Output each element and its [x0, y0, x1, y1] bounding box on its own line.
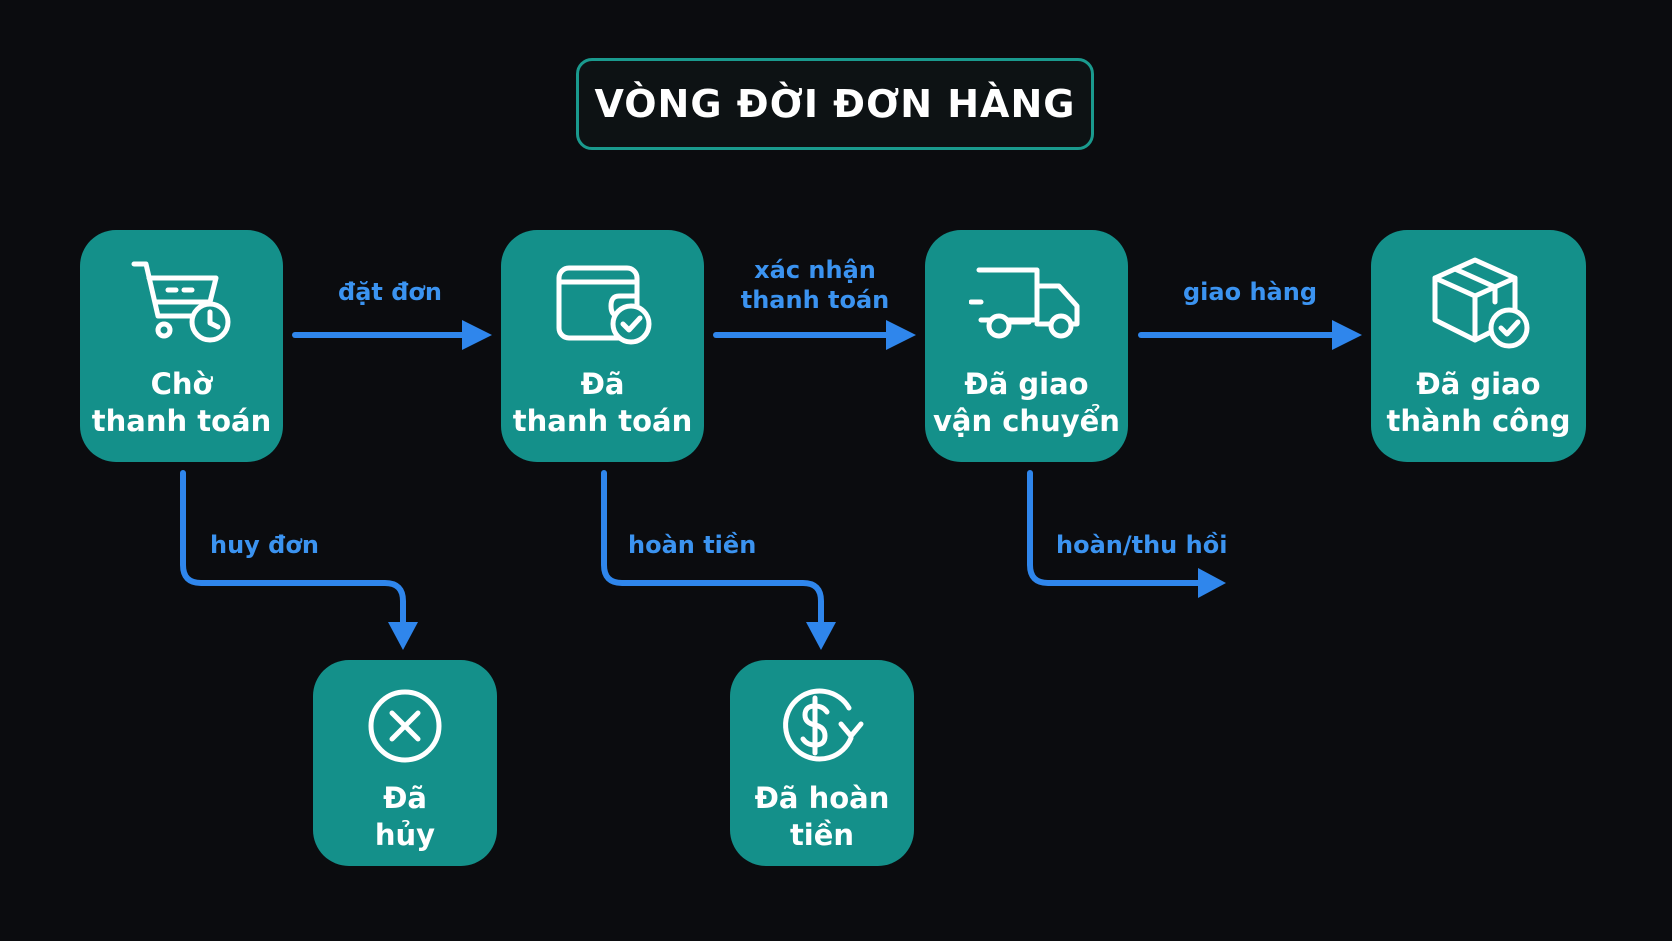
node-label-line2: hủy	[374, 818, 436, 852]
arrow-dat-don	[292, 320, 492, 350]
node-label-line1: Chờ	[150, 367, 213, 401]
edge-label-xac-nhan-line2: thanh toán	[740, 286, 890, 314]
node-label: Đã hủy	[313, 780, 497, 854]
node-da-thanh-toan: Đã thanh toán	[501, 230, 704, 462]
edge-label-huy-don: huy đơn	[210, 531, 319, 559]
diagram-title: VÒNG ĐỜI ĐƠN HÀNG	[594, 82, 1076, 126]
node-label: Đã thanh toán	[501, 366, 704, 440]
edge-label-xac-nhan-thanh-toan: xác nhận thanh toán	[730, 255, 900, 315]
node-da-hoan-tien: Đã hoàn tiền	[730, 660, 914, 866]
node-label: Đã giao vận chuyển	[925, 366, 1128, 440]
node-label-line1: Đã	[383, 781, 427, 815]
close-circle-icon	[368, 689, 442, 763]
edge-label-dat-don: đặt đơn	[338, 278, 442, 306]
node-label-line2: tiền	[789, 818, 855, 852]
edge-label-hoan-tien: hoàn tiền	[628, 531, 757, 559]
node-label: Đã giao thành công	[1371, 366, 1586, 440]
node-label-line2: thành công	[1386, 404, 1571, 438]
truck-icon	[968, 267, 1079, 339]
arrow-giao-hang	[1138, 320, 1362, 350]
box-check-icon	[1432, 257, 1529, 349]
node-label-line2: thanh toán	[512, 404, 693, 438]
node-cho-thanh-toan: Chờ thanh toán	[80, 230, 283, 462]
arrow-hoan-thu-hoi	[1027, 470, 1226, 598]
node-label-line1: Đã	[580, 367, 625, 401]
node-label-line1: Đã giao	[1416, 367, 1541, 401]
edge-label-hoan-thu-hoi: hoàn/thu hồi	[1056, 531, 1228, 559]
node-label-line1: Đã hoàn	[754, 781, 890, 815]
node-da-huy: Đã hủy	[313, 660, 497, 866]
diagram-title-box: VÒNG ĐỜI ĐƠN HÀNG	[576, 58, 1094, 150]
arrow-xac-nhan-thanh-toan	[713, 320, 916, 350]
node-label: Chờ thanh toán	[80, 366, 283, 440]
node-da-giao-van-chuyen: Đã giao vận chuyển	[925, 230, 1128, 462]
node-label-line2: vận chuyển	[933, 404, 1120, 438]
node-label-line1: Đã giao	[964, 367, 1089, 401]
node-label: Đã hoàn tiền	[730, 780, 914, 854]
wallet-check-icon	[556, 265, 651, 345]
node-da-giao-thanh-cong: Đã giao thành công	[1371, 230, 1586, 462]
dollar-refund-icon	[783, 688, 864, 762]
cart-clock-icon	[131, 261, 230, 343]
node-label-line2: thanh toán	[91, 404, 272, 438]
edge-label-giao-hang: giao hàng	[1183, 278, 1317, 306]
arrow-hoan-tien	[601, 470, 836, 650]
edge-label-xac-nhan-line1: xác nhận	[754, 256, 876, 284]
arrow-huy-don	[180, 470, 418, 650]
